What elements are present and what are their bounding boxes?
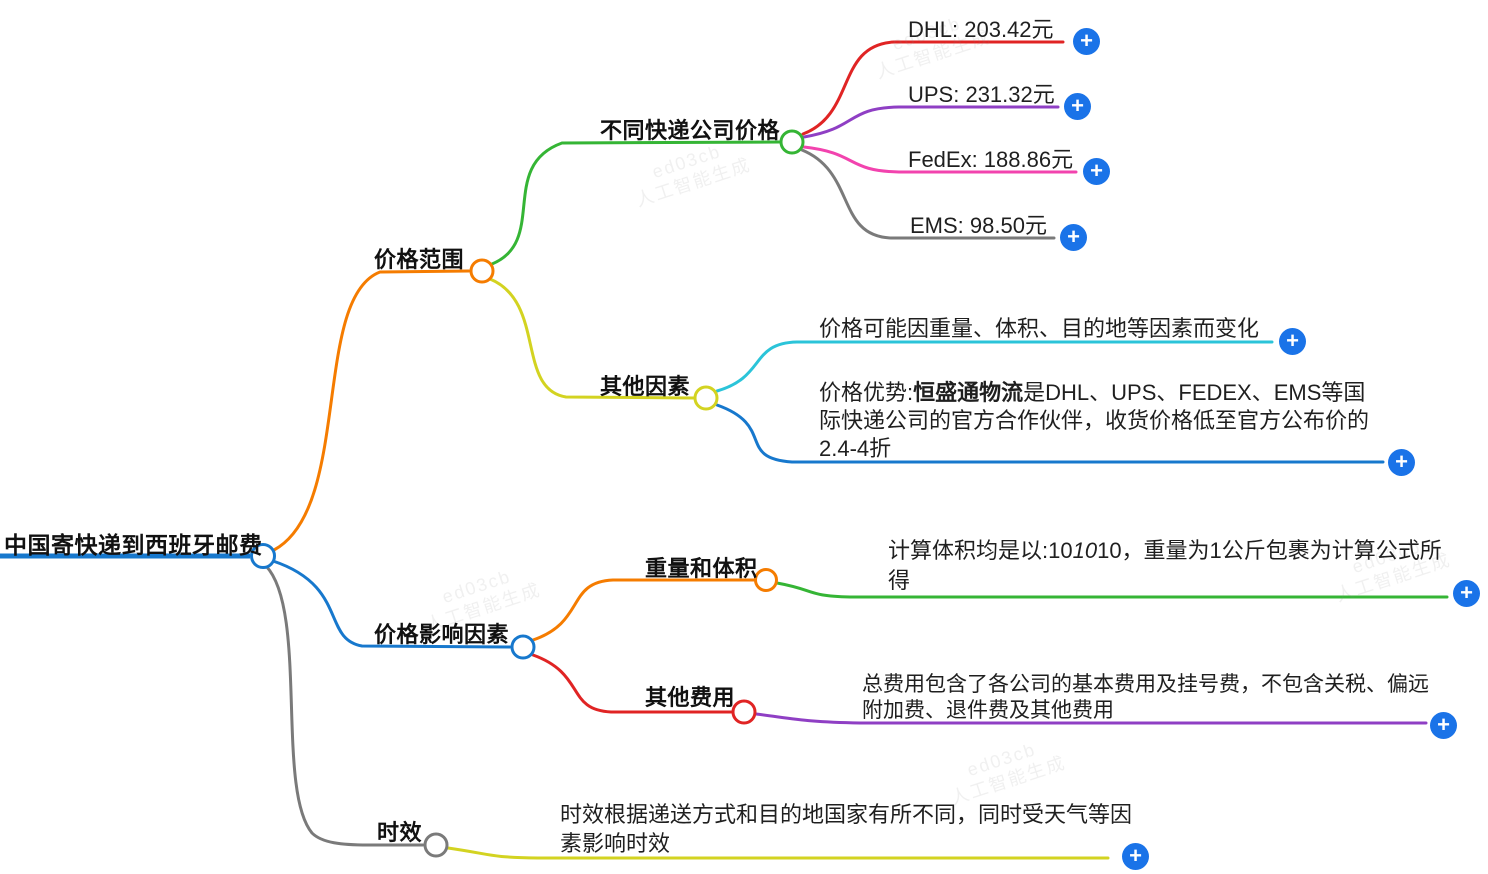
leaf-time-note[interactable]: 时效根据递送方式和目的地国家有所不同，同时受天气等因素影响时效: [560, 802, 1133, 856]
leaf-volume-calc-italic: 10: [1072, 538, 1098, 563]
topic-other-fees[interactable]: 其他费用: [645, 685, 736, 710]
branch-dhl: [801, 40, 1065, 136]
leaf-volume-calc-prefix: 计算体积均是以:10: [888, 538, 1073, 563]
node-circle-other-factors[interactable]: [693, 385, 719, 411]
topic-other-factors[interactable]: 其他因素: [600, 374, 691, 399]
node-circle-delivery-time[interactable]: [423, 832, 449, 858]
leaf-volume-calc[interactable]: 计算体积均是以:101010，重量为1公斤包裹为计算公式所得: [888, 536, 1460, 596]
expand-button-ups[interactable]: +: [1064, 93, 1091, 120]
expand-button-time-note[interactable]: +: [1122, 843, 1149, 870]
expand-button-ems[interactable]: +: [1060, 224, 1087, 251]
expand-button-total-fee[interactable]: +: [1430, 712, 1457, 739]
leaf-total-fee[interactable]: 总费用包含了各公司的基本费用及挂号费，不包含关税、偏远附加费、退件费及其他费用: [862, 673, 1429, 722]
node-circle-company-prices[interactable]: [779, 129, 805, 155]
leaf-price-advantage[interactable]: 价格优势:恒盛通物流是DHL、UPS、FEDEX、EMS等国际快递公司的官方合作…: [819, 379, 1385, 463]
node-circle-root[interactable]: [250, 543, 276, 569]
branch-company-prices: [490, 140, 782, 266]
topic-delivery-time[interactable]: 时效: [377, 820, 423, 845]
branch-time-note: [446, 846, 1110, 860]
node-circle-other-fees[interactable]: [731, 699, 757, 725]
leaf-price-advantage-bold: 恒盛通物流: [913, 380, 1024, 405]
branch-price-advantage: [715, 403, 1385, 464]
branch-weight-volume: [531, 578, 756, 642]
branch-delivery-time: [264, 564, 425, 847]
leaf-ems-price[interactable]: EMS: 98.50元: [910, 213, 1047, 238]
branch-ems: [800, 148, 1056, 240]
branch-fedex: [802, 145, 1078, 174]
topic-price-range[interactable]: 价格范围: [374, 247, 465, 272]
branch-price-varies: [715, 340, 1274, 393]
topic-price-influencers[interactable]: 价格影响因素: [374, 622, 510, 647]
branch-total-fee: [754, 712, 1428, 725]
leaf-volume-calc-suffix: 10，重量为1公斤包裹为计算公式所得: [888, 538, 1442, 593]
topic-company-prices[interactable]: 不同快递公司价格: [600, 118, 781, 143]
expand-button-price-advantage[interactable]: +: [1388, 449, 1415, 476]
leaf-ups-price[interactable]: UPS: 231.32元: [908, 82, 1055, 107]
root-topic[interactable]: 中国寄快递到西班牙邮费: [4, 532, 263, 558]
branch-ups: [802, 105, 1060, 139]
branch-price-influencers: [271, 559, 512, 649]
branch-price-range: [272, 269, 471, 552]
node-circle-price-range[interactable]: [469, 258, 495, 284]
leaf-fedex-price[interactable]: FedEx: 188.86元: [908, 147, 1074, 172]
branch-other-fees: [531, 653, 734, 714]
expand-button-volume-calc[interactable]: +: [1453, 580, 1480, 607]
node-circle-weight-volume[interactable]: [754, 568, 778, 592]
branch-volume-calc: [775, 581, 1449, 599]
expand-button-dhl[interactable]: +: [1073, 28, 1100, 55]
leaf-price-varies[interactable]: 价格可能因重量、体积、目的地等因素而变化: [819, 316, 1260, 341]
leaf-dhl-price[interactable]: DHL: 203.42元: [908, 17, 1054, 42]
node-circle-price-influencers[interactable]: [510, 634, 536, 660]
expand-button-fedex[interactable]: +: [1083, 158, 1110, 185]
leaf-price-advantage-prefix: 价格优势:: [819, 380, 914, 405]
expand-button-price-varies[interactable]: +: [1279, 328, 1306, 355]
leaf-price-advantage-suffix: 是DHL、UPS、FEDEX、EMS等国际快递公司的官方合作伙伴，收货价格低至官…: [819, 380, 1370, 461]
branch-other-factors: [488, 277, 696, 400]
topic-weight-volume[interactable]: 重量和体积: [645, 556, 758, 581]
